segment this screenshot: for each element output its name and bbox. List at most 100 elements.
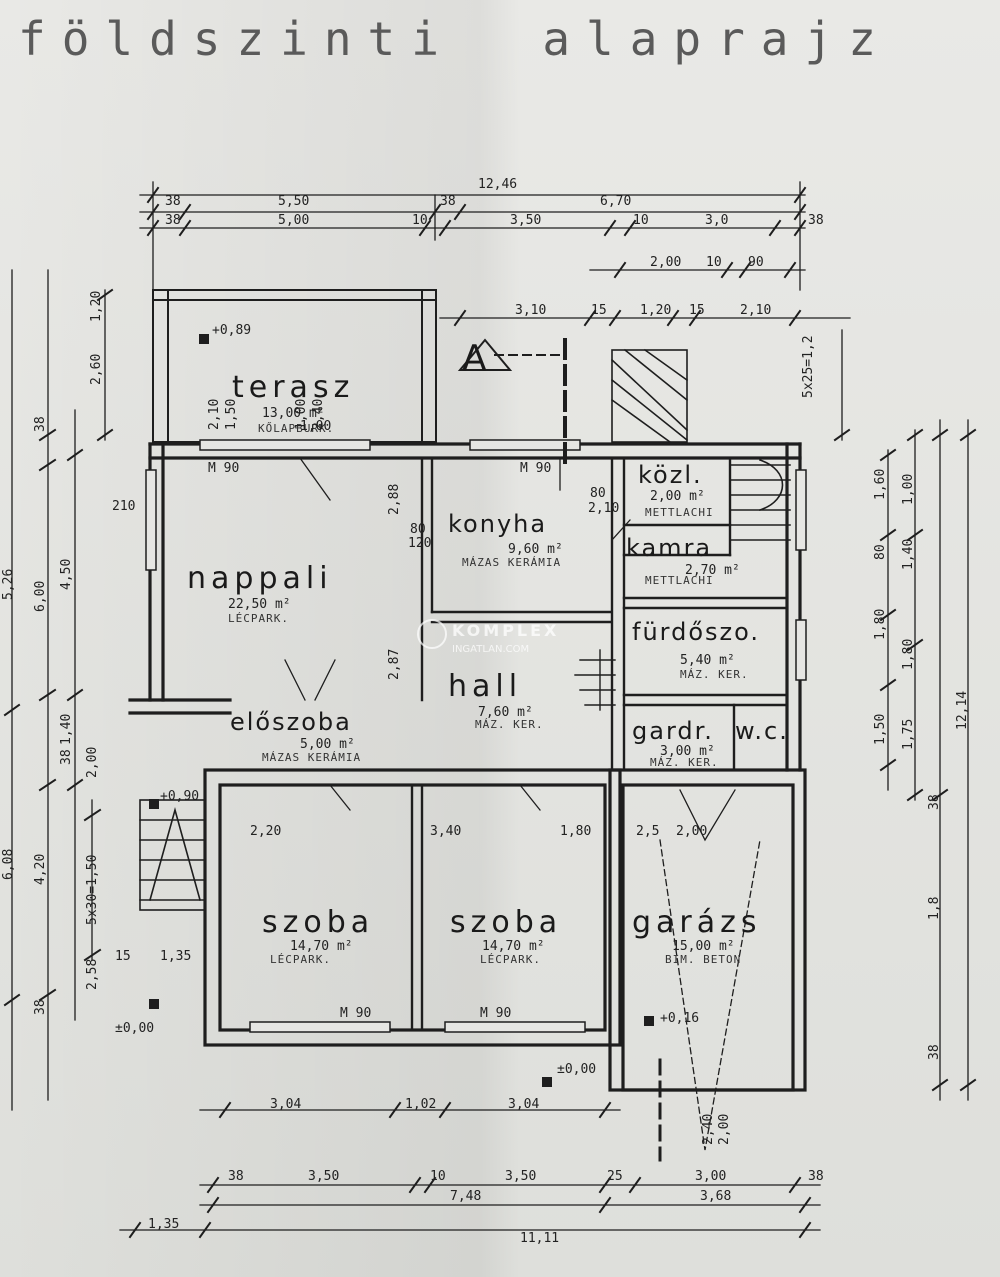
room-name-szoba-2: szoba <box>450 905 562 940</box>
door-label: 2,87 <box>387 649 402 680</box>
dim-text: 3,04 <box>270 1097 301 1112</box>
dim-text: 80 <box>873 544 888 560</box>
dim-text: 12,46 <box>478 177 517 192</box>
dim-text: 7,48 <box>450 1189 481 1204</box>
dim-text: 6,08 <box>1 849 16 880</box>
dim-text: 1,50 <box>873 714 888 745</box>
page-title: földszinti alaprajz <box>18 12 892 66</box>
room-floor-eloszoba: MÁZAS KERÁMIA <box>262 751 361 764</box>
section-marker <box>457 338 662 1162</box>
watermark-sub: INGATLAN.COM <box>452 644 529 655</box>
dim-text: 90 <box>748 255 764 270</box>
dim-text: 1,80 <box>901 639 916 670</box>
room-name-kozl: közl. <box>638 461 703 489</box>
dim-text: 3,68 <box>700 1189 731 1204</box>
dim-text: 2,60 <box>89 354 104 385</box>
dimension-lines-left <box>3 269 114 1111</box>
dim-text: 4,20 <box>33 854 48 885</box>
dim-text: 3,50 <box>308 1169 339 1184</box>
dim-text: 38 <box>165 194 181 209</box>
dim-text: 38 <box>808 213 824 228</box>
dim-text: 2,58 <box>85 959 100 990</box>
dim-text: 1,75 <box>901 719 916 750</box>
dim-text: 2,00 <box>85 747 100 778</box>
dim-text: 6,00 <box>33 581 48 612</box>
room-labels: terasz 13,00 m² KŐLAPBURK. nappali 22,50… <box>187 370 789 966</box>
room-floor-furdo: MÁZ. KER. <box>680 668 749 681</box>
dimension-lines-top <box>139 181 851 327</box>
room-name-garazs: garázs <box>632 905 762 940</box>
door-label: 2,10 <box>207 399 222 430</box>
room-area-gardr: 3,00 m² <box>660 744 715 759</box>
dim-text: 1,40 <box>59 714 74 745</box>
dim-text: 3,40 <box>430 824 461 839</box>
room-name-hall: hall <box>448 669 522 704</box>
room-name-wc: w.c. <box>735 717 789 745</box>
room-area-garazs: 15,00 m² <box>672 939 735 954</box>
section-label: A <box>462 338 492 379</box>
dimension-lines-right <box>833 329 977 1101</box>
room-name-furdo: fürdőszo. <box>632 618 760 646</box>
dim-text: 2,10 <box>588 501 619 516</box>
dim-text: 3,10 <box>515 303 546 318</box>
dim-text: 12,14 <box>955 691 970 730</box>
level-terrace: +0,89 <box>212 323 251 338</box>
dim-text: 10 <box>706 255 722 270</box>
door-swings <box>284 457 761 1151</box>
room-floor-konyha: MÁZAS KERÁMIA <box>462 556 561 569</box>
dim-text: 1,35 <box>160 949 191 964</box>
dim-text: 2,40 <box>701 1114 716 1145</box>
room-area-kozl: 2,00 m² <box>650 489 705 504</box>
room-name-nappali: nappali <box>187 561 333 596</box>
watermark: KOMPLEX INGATLAN.COM <box>417 619 556 655</box>
level-labels: +0,89 +0,90 ±0,00 ±0,00 +0,16 <box>115 323 699 1077</box>
dim-text: 38 <box>33 999 48 1015</box>
room-area-hall: 7,60 m² <box>478 705 533 720</box>
stairs-entrance <box>139 799 206 911</box>
dim-text: 1,80 <box>560 824 591 839</box>
room-area-konyha: 9,60 m² <box>508 542 563 557</box>
dim-text: 1,8 <box>927 897 942 920</box>
dim-text: 15 <box>115 949 131 964</box>
dim-text: 38 <box>59 749 74 765</box>
door-label: 80 <box>410 522 426 537</box>
dim-text: 10 <box>412 213 428 228</box>
dim-text: 1,02 <box>405 1097 436 1112</box>
dimension-texts-right: 1,60 1,00 1,40 80 1,80 1,80 1,50 1,75 12… <box>873 469 970 1060</box>
room-floor-kamra: METTLACHI <box>645 574 714 587</box>
level-garage: +0,16 <box>660 1011 699 1026</box>
door-label: M 90 <box>480 1006 511 1021</box>
dim-text: 5,00 <box>278 213 309 228</box>
stairs-top <box>610 348 791 541</box>
room-area-szoba-2: 14,70 m² <box>482 939 545 954</box>
room-name-eloszoba: előszoba <box>230 708 352 736</box>
dim-text: 5,26 <box>1 569 16 600</box>
dim-text: 11,11 <box>520 1231 559 1246</box>
door-label: M 90 <box>520 461 551 476</box>
room-area-nappali: 22,50 m² <box>228 597 291 612</box>
windows <box>145 439 807 1033</box>
dim-text: 1,20 <box>89 291 104 322</box>
dim-text: 3,00 <box>695 1169 726 1184</box>
interior-walls <box>203 456 789 1032</box>
dim-text: 5,50 <box>278 194 309 209</box>
door-label: 1,50 <box>224 399 239 430</box>
dimension-texts-left: 1,20 2,60 38 5,26 6,00 4,50 1,40 2,00 38… <box>1 291 191 1015</box>
room-floor-szoba-2: LÉCPARK. <box>480 953 541 966</box>
dim-text: 1,35 <box>148 1217 179 1232</box>
room-floor-hall: MÁZ. KER. <box>475 718 544 731</box>
dim-text: 2,5 <box>636 824 659 839</box>
room-name-terasz: terasz <box>232 370 354 405</box>
dim-text: 10 <box>633 213 649 228</box>
dim-text: 38 <box>440 194 456 209</box>
opening-labels: M 90 M 90 M 90 M 90 2,10 1,50 1,00 2,40 … <box>112 399 551 1021</box>
room-floor-nappali: LÉCPARK. <box>228 612 289 625</box>
dimension-texts-bottom: 3,04 1,02 3,04 38 3,50 10 3,50 25 3,00 3… <box>148 1097 824 1246</box>
door-label: 210 <box>112 499 135 514</box>
dim-text: 3,0 <box>705 213 728 228</box>
dim-text: 10 <box>430 1169 446 1184</box>
room-floor-terasz: KŐLAPBURK. <box>258 421 334 435</box>
dim-text: 5x30=1,50 <box>85 855 100 925</box>
